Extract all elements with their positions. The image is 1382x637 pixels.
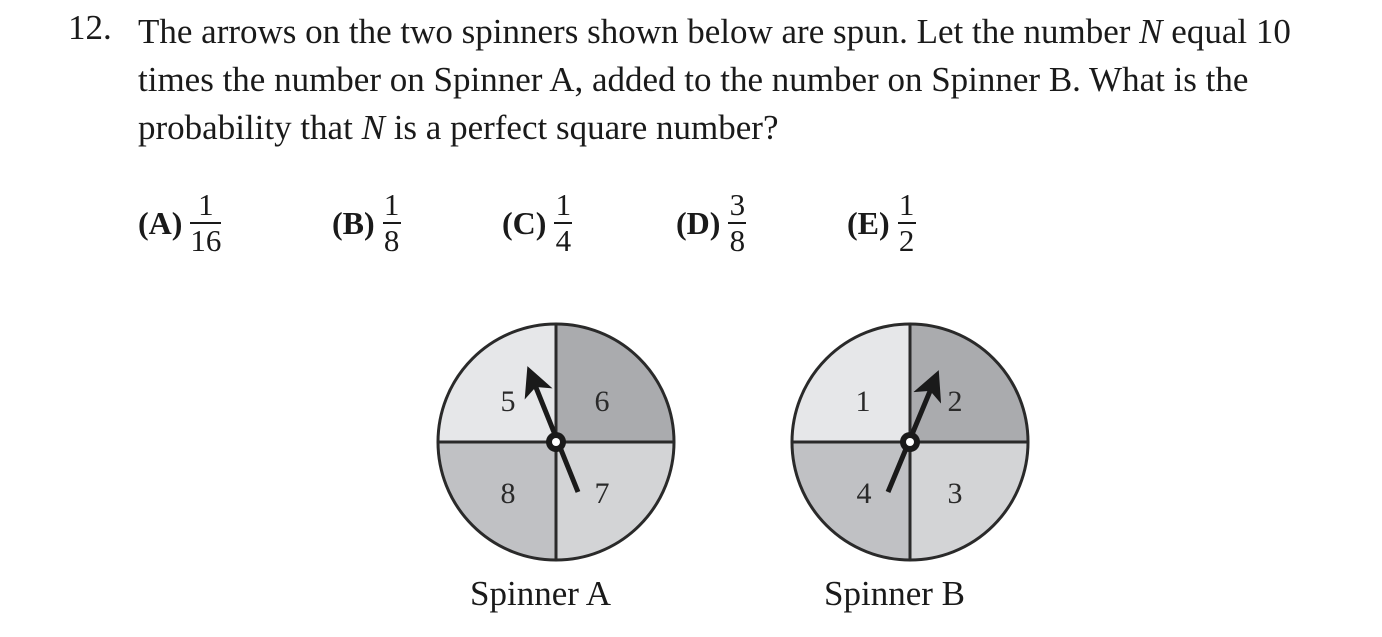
spinner-a xyxy=(436,322,676,562)
choice-label: (C) xyxy=(502,204,547,241)
spinner-b-number: 1 xyxy=(856,385,871,418)
sector-5 xyxy=(438,324,556,442)
numerator: 1 xyxy=(555,187,572,222)
spinner-b-number: 3 xyxy=(948,477,963,510)
numerator: 1 xyxy=(383,187,400,222)
question-text-part: equal 10 times the number on Spinner A, … xyxy=(138,12,1291,147)
sector-4 xyxy=(792,442,910,560)
denominator: 8 xyxy=(729,223,746,258)
choice-label: (E) xyxy=(847,204,890,241)
variable-n: N xyxy=(361,108,385,147)
denominator: 2 xyxy=(898,223,915,258)
sector-8 xyxy=(438,442,556,560)
spinner-b-caption: Spinner B xyxy=(824,574,965,613)
numerator: 1 xyxy=(898,187,915,222)
choice-label: (A) xyxy=(138,204,183,241)
denominator: 4 xyxy=(555,223,572,258)
sector-6 xyxy=(556,324,674,442)
sector-3 xyxy=(910,442,1028,560)
spinner-b-number: 4 xyxy=(857,477,872,510)
sector-2 xyxy=(910,324,1028,442)
numerator: 3 xyxy=(729,187,746,222)
sector-1 xyxy=(792,324,910,442)
spinner-a-caption: Spinner A xyxy=(470,574,611,613)
question-text-part: is a perfect square number? xyxy=(384,108,779,147)
denominator: 8 xyxy=(383,223,400,258)
question-text: The arrows on the two spinners shown bel… xyxy=(138,8,1348,152)
numerator: 1 xyxy=(198,187,214,222)
spinner-a-number: 8 xyxy=(501,477,516,510)
question-text-part: The arrows on the two spinners shown bel… xyxy=(138,12,1140,51)
question-number: 12. xyxy=(68,8,112,47)
sector-7 xyxy=(556,442,674,560)
spinner-b-number: 2 xyxy=(948,385,963,418)
denominator: 16 xyxy=(190,223,222,258)
spinner-a-number: 6 xyxy=(595,385,610,418)
choice-label: (D) xyxy=(676,204,721,241)
spinner-a-number: 7 xyxy=(595,477,610,510)
spinner-b xyxy=(790,322,1030,562)
variable-n: N xyxy=(1139,12,1163,51)
spinner-a-number: 5 xyxy=(501,385,516,418)
choice-label: (B) xyxy=(332,204,375,241)
